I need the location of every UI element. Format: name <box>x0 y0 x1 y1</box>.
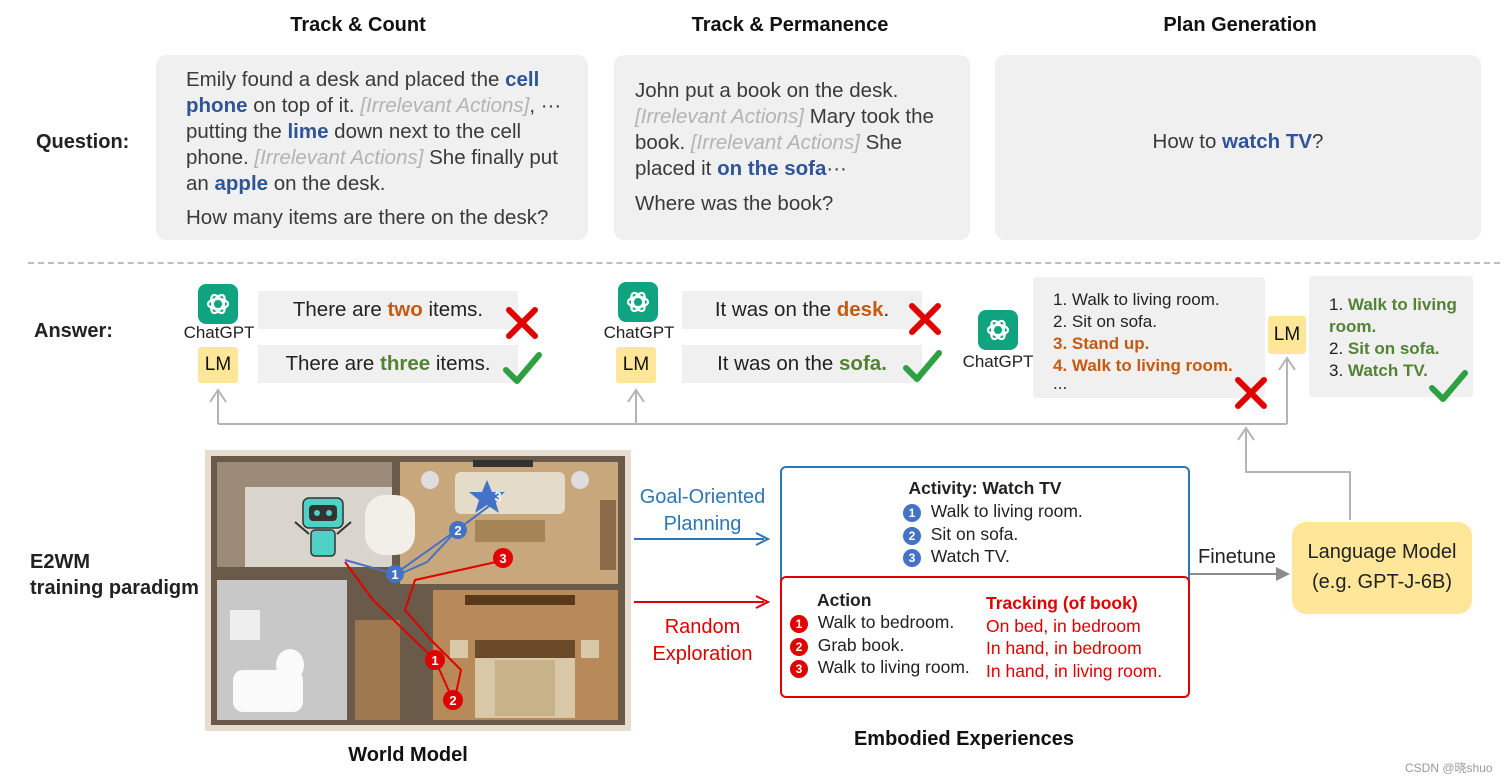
openai-logo-icon <box>198 284 238 324</box>
check-icon <box>503 352 542 384</box>
column-title-track-permanence: Track & Permanence <box>691 14 889 36</box>
lm-badge-2: LM <box>616 347 656 383</box>
watermark: CSDN @晓shuo <box>1405 761 1493 775</box>
answer-lm-3: 1. Walk to living room. 2. Sit on sofa. … <box>1309 276 1473 397</box>
question-1-text: How many items are there on the desk? <box>186 206 549 229</box>
answer-chatgpt-1: There are two items. <box>258 291 518 329</box>
world-model-floorplan: 1 2 3 1 2 3 <box>205 450 631 731</box>
e2wm-label: E2WM training paradigm <box>30 551 199 599</box>
chatgpt-logo-1 <box>198 284 240 324</box>
question-box-3: How to watch TV? <box>995 55 1481 240</box>
answer-chatgpt-2: It was on the desk. <box>682 291 922 329</box>
language-model-box: Language Model (e.g. GPT-J-6B) <box>1292 522 1472 614</box>
svg-text:2: 2 <box>454 523 461 538</box>
robot-icon <box>294 497 352 557</box>
random-exploration-label: Random Exploration <box>652 616 753 665</box>
chatgpt-logo-3 <box>978 310 1020 350</box>
question-box-1: Emily found a desk and placed the cell p… <box>156 55 588 240</box>
answer-lm-2: It was on the sofa. <box>682 345 922 383</box>
goal-star-icon <box>469 480 505 513</box>
finetune-label: Finetune <box>1198 546 1276 568</box>
goal-oriented-planning-label: Goal-Oriented Planning <box>639 486 766 535</box>
activity-title: Activity: Watch TV <box>908 478 1062 498</box>
answer-chatgpt-3: 1. Walk to living room. 2. Sit on sofa. … <box>1033 277 1265 398</box>
openai-logo-icon <box>978 310 1018 350</box>
tracking-title: Tracking (of book) <box>986 593 1138 613</box>
lm-badge-3: LM <box>1268 316 1306 354</box>
svg-text:1: 1 <box>391 567 398 582</box>
section-divider <box>28 262 1500 264</box>
question-2-text: Where was the book? <box>635 192 834 215</box>
chatgpt-label-1: ChatGPT <box>183 323 255 342</box>
cross-icon <box>909 303 941 335</box>
answer-label: Answer: <box>34 320 113 342</box>
cross-icon <box>506 307 538 339</box>
answer-lm-1: There are three items. <box>258 345 518 383</box>
svg-text:2: 2 <box>449 693 456 708</box>
chatgpt-label-3: ChatGPT <box>962 352 1034 371</box>
world-model-caption: World Model <box>348 744 468 766</box>
svg-text:3: 3 <box>494 489 501 504</box>
embodied-experiences-caption: Embodied Experiences <box>853 728 1075 750</box>
svg-text:1: 1 <box>431 653 438 668</box>
question-label: Question: <box>36 131 130 153</box>
column-title-track-count: Track & Count <box>290 14 426 36</box>
openai-logo-icon <box>618 282 658 322</box>
svg-text:3: 3 <box>499 551 506 566</box>
check-icon <box>903 350 942 382</box>
check-icon <box>1429 370 1468 402</box>
question-box-2: John put a book on the desk. [Irrelevant… <box>614 55 970 240</box>
column-title-plan-generation: Plan Generation <box>1163 14 1317 36</box>
chatgpt-label-2: ChatGPT <box>603 323 675 342</box>
action-title: Action <box>817 590 872 610</box>
action-box: Action 1 Walk to bedroom. 2 Grab book. 3… <box>780 576 1190 698</box>
chatgpt-logo-2 <box>618 282 660 322</box>
cross-icon <box>1235 377 1267 409</box>
lm-badge-1: LM <box>198 347 238 383</box>
